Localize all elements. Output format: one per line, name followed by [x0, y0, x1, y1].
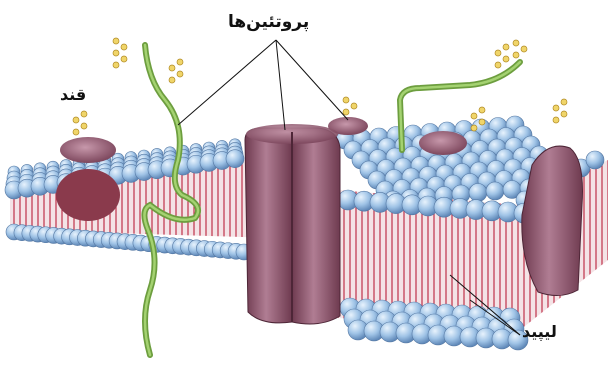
sugar-unit	[73, 129, 79, 135]
sugar-unit	[503, 56, 509, 62]
sugar-unit	[169, 65, 175, 71]
sugar-unit	[169, 77, 175, 83]
sugar-unit	[81, 123, 87, 129]
sugar-unit	[495, 62, 501, 68]
sugar-unit	[177, 71, 183, 77]
sugar-unit	[553, 105, 559, 111]
sugar-unit	[73, 117, 79, 123]
sugar-unit	[177, 59, 183, 65]
sugar-unit	[121, 56, 127, 62]
protein-channel	[245, 124, 340, 324]
sugar-unit	[513, 52, 519, 58]
sugar-unit	[113, 38, 119, 44]
sugar-unit	[553, 117, 559, 123]
sugar-unit	[81, 111, 87, 117]
proteins-label: پروتئین‌ها	[228, 12, 309, 32]
sugar-unit	[471, 125, 477, 131]
sugar-unit	[351, 103, 357, 109]
sugar-unit	[479, 119, 485, 125]
sugar-unit	[521, 46, 527, 52]
sugar-unit	[343, 109, 349, 115]
sugar-unit	[471, 113, 477, 119]
phospholipid-head	[226, 150, 244, 168]
phospholipid-head	[486, 182, 504, 200]
sugar-unit	[113, 62, 119, 68]
sugar-unit	[343, 97, 349, 103]
sugar-unit	[513, 40, 519, 46]
protein-top-middle	[419, 131, 467, 155]
protein-right-edge	[522, 146, 583, 295]
sugar-unit	[503, 44, 509, 50]
sugar-unit	[561, 99, 567, 105]
sugar-unit	[113, 50, 119, 56]
phospholipid-head	[586, 151, 604, 169]
protein-left-embedded	[56, 137, 120, 221]
sugar-unit	[561, 111, 567, 117]
sugar-unit	[121, 44, 127, 50]
sugar-unit	[479, 107, 485, 113]
sugar-label: قند	[60, 85, 86, 104]
phospholipid-head	[469, 184, 487, 202]
sugar-unit	[495, 50, 501, 56]
lipid-label: لیپید	[522, 322, 557, 341]
